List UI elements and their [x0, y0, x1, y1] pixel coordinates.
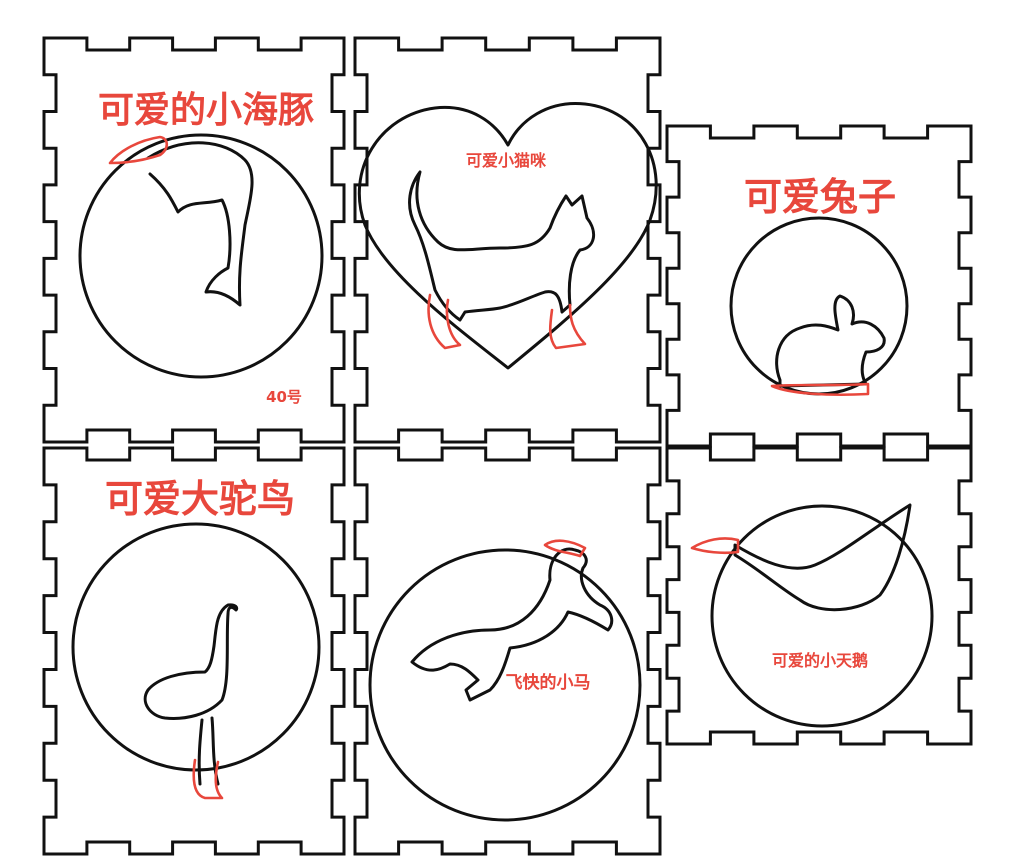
panel-outlines [42, 36, 973, 856]
cat-icon [408, 170, 596, 322]
ostrich-icon [143, 603, 239, 786]
rabbit-feet-accent [770, 382, 870, 397]
panel-swan: 可爱的小天鹅 [690, 503, 934, 728]
circle-frame-icon [368, 548, 642, 822]
ostrich-feet-accent [192, 758, 224, 800]
horse-mane-accent [543, 539, 587, 558]
panel-outline-ostrich [42, 446, 346, 856]
dolphin-icon [146, 141, 254, 307]
panel-outline-rabbit [665, 124, 973, 448]
panel-outline-swan [665, 446, 973, 746]
panel-ostrich: 可爱大驼鸟 [71, 477, 321, 800]
panel-outline-cat [353, 36, 662, 444]
cat-legs-accent [427, 293, 587, 350]
dolphin-snout-accent [108, 135, 169, 165]
panel-title: 可爱小猫咪 [466, 151, 547, 170]
panel-title: 可爱的小天鹅 [772, 651, 868, 670]
panel-title: 可爱兔子 [744, 175, 896, 219]
circle-frame-icon [71, 522, 321, 772]
panel-outline-dolphin [42, 36, 346, 444]
circle-frame-icon [78, 133, 324, 379]
panel-outline-horse [353, 446, 662, 856]
panel-cat: 可爱小猫咪 [357, 102, 658, 370]
panel-title: 可爱的小海豚 [98, 90, 314, 131]
circle-frame-icon [729, 216, 909, 396]
swan-beak-accent [690, 537, 740, 555]
panel-subtitle: 40号 [266, 388, 302, 406]
swan-icon [733, 503, 912, 612]
horse-icon [410, 547, 614, 702]
panel-title: 可爱大驼鸟 [105, 477, 295, 521]
rabbit-icon [775, 294, 886, 388]
heart-frame-icon [357, 102, 658, 370]
panel-horse: 飞快的小马 [368, 539, 642, 822]
panel-title: 飞快的小马 [506, 672, 591, 693]
circle-frame-icon [710, 504, 934, 728]
panel-dolphin: 可爱的小海豚 40号 [78, 90, 324, 406]
panel-rabbit: 可爱兔子 [729, 175, 909, 397]
